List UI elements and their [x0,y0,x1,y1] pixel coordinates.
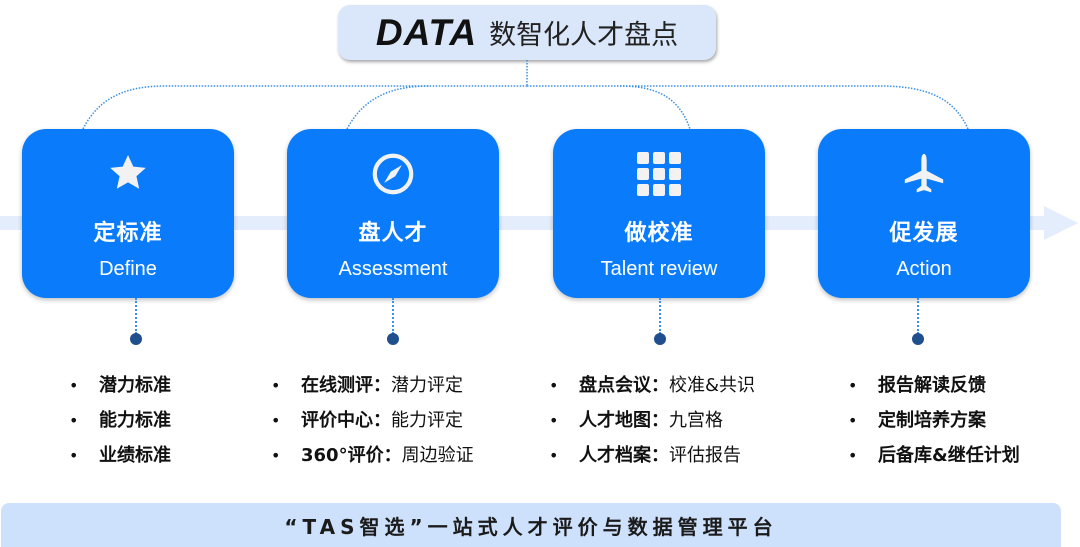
stage-title-en: Action [896,258,952,280]
stage-dot [654,333,666,345]
compass-icon [287,151,499,195]
flow-arrow-head-icon [1044,206,1078,240]
stage-title-en: Assessment [338,258,448,280]
list-item: 业绩标准 [69,442,171,477]
connector-to-assessment [346,85,431,130]
stage-card-action: 促发展 Action [818,129,1030,298]
star-icon [22,151,234,195]
stage-connector-line [659,298,661,334]
flow-arrow-band [0,216,1050,230]
stage-title-cn: 做校准 [624,221,694,246]
stage-items-define: 潜力标准 能力标准 业绩标准 [69,372,171,477]
stage-card-assessment: 盘人才 Assessment [287,129,499,298]
list-item: 后备库&继任计划 [848,442,1020,477]
stage-connector-line [392,298,394,334]
stage-title-cn: 定标准 [93,221,163,246]
list-item: 能力标准 [69,407,171,442]
list-item: 人才地图：九宫格 [549,407,755,442]
list-item: 在线测评：潜力评定 [271,372,474,407]
list-item: 潜力标准 [69,372,171,407]
stage-items-talent-review: 盘点会议：校准&共识 人才地图：九宫格 人才档案：评估报告 [549,372,755,477]
title-english: DATA [375,11,478,53]
connector-to-action [620,85,969,130]
list-item: 人才档案：评估报告 [549,442,755,477]
diagram-title: DATA 数智化人才盘点 [338,5,716,60]
title-chinese: 数智化人才盘点 [489,20,679,51]
list-item: 360°评价：周边验证 [271,442,474,477]
stage-title-en: Define [99,258,157,280]
list-item: 盘点会议：校准&共识 [549,372,755,407]
list-item: 定制培养方案 [848,407,1020,442]
list-item: 报告解读反馈 [848,372,1020,407]
stage-title-cn: 盘人才 [358,221,428,246]
stage-items-assessment: 在线测评：潜力评定 评价中心：能力评定 360°评价：周边验证 [271,372,474,477]
connector-lines [82,60,969,130]
airplane-icon [818,151,1030,195]
stage-title-en: Talent review [600,258,718,280]
stage-card-talent-review: 做校准 Talent review [553,129,765,298]
stage-dot [130,333,142,345]
grid-icon [553,151,765,196]
footer-banner: “TAS智选”一站式人才评价与数据管理平台 [1,503,1061,547]
connector-to-define [82,85,527,130]
stage-connector-line [917,298,919,334]
footer-text: “TAS智选”一站式人才评价与数据管理平台 [284,514,778,539]
stage-items-action: 报告解读反馈 定制培养方案 后备库&继任计划 [848,372,1020,477]
list-item: 评价中心：能力评定 [271,407,474,442]
stage-connector-line [135,298,137,334]
stage-title-cn: 促发展 [889,221,959,246]
stage-dot [387,333,399,345]
stage-dot [912,333,924,345]
stage-card-define: 定标准 Define [22,129,234,298]
connector-to-talent-review [527,85,691,130]
